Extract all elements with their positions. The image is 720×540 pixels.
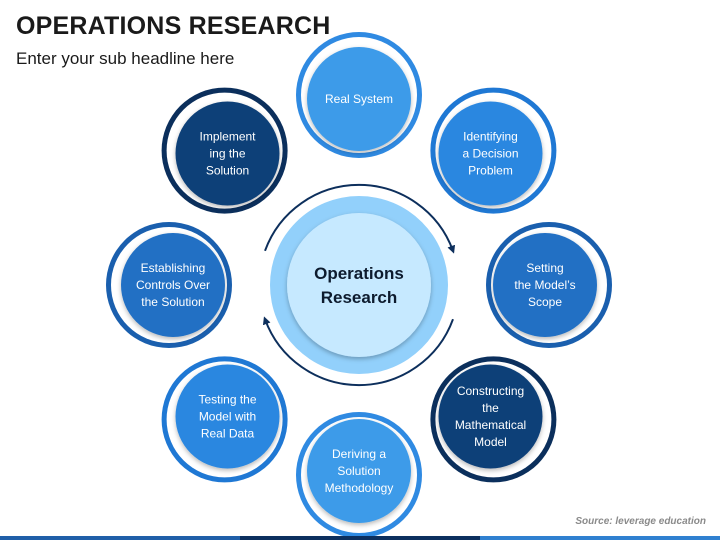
node-label-line: Solution [337, 464, 380, 478]
node-label-line: Deriving a [332, 447, 386, 461]
center-inner-disc [287, 213, 431, 357]
node-label-line: a Decision [462, 147, 518, 161]
node-disc [121, 233, 225, 337]
node-label: Real System [325, 92, 393, 106]
source-note: Source: leverage education [575, 516, 706, 527]
node-disc [307, 419, 411, 523]
center-label-line: Research [321, 288, 398, 307]
node-label-line: the Model’s [514, 278, 575, 292]
node-disc [175, 364, 280, 469]
node-label-line: Methodology [325, 481, 394, 495]
page-title: OPERATIONS RESEARCH [16, 12, 331, 40]
center-label-line: Operations [314, 264, 404, 283]
cycle-arrow [262, 316, 454, 387]
node-label-line: Setting [526, 261, 563, 275]
cycle-step-node: Real System [296, 32, 422, 158]
node-disc [175, 101, 280, 206]
node-label-line: Mathematical [455, 418, 526, 432]
footer-bar-segment [240, 536, 480, 540]
node-label-line: Controls Over [136, 278, 210, 292]
node-disc [438, 101, 543, 206]
footer-color-bar [0, 536, 720, 540]
node-label-line: Testing the [198, 393, 256, 407]
node-label-line: the [482, 401, 499, 415]
node-label-line: the Solution [141, 295, 204, 309]
footer-bar-segment [480, 536, 720, 540]
node-label-line: Identifying [463, 130, 518, 144]
node-disc [307, 47, 411, 151]
node-label-line: Model with [199, 410, 256, 424]
node-label-line: Constructing [457, 384, 524, 398]
cycle-arrow [264, 183, 456, 254]
node-label-line: Implement [199, 130, 256, 144]
node-label-line: Model [474, 435, 507, 449]
node-label-line: Establishing [141, 261, 206, 275]
node-label-line: Scope [528, 295, 562, 309]
node-label-line: ing the [209, 147, 245, 161]
node-label-line: Real System [325, 92, 393, 106]
node-label-line: Real Data [201, 427, 255, 441]
node-disc [438, 364, 543, 469]
node-disc [493, 233, 597, 337]
footer-bar-segment [0, 536, 240, 540]
page-subtitle: Enter your sub headline here [16, 49, 235, 68]
node-label-line: Problem [468, 164, 513, 178]
node-label-line: Solution [206, 164, 249, 178]
